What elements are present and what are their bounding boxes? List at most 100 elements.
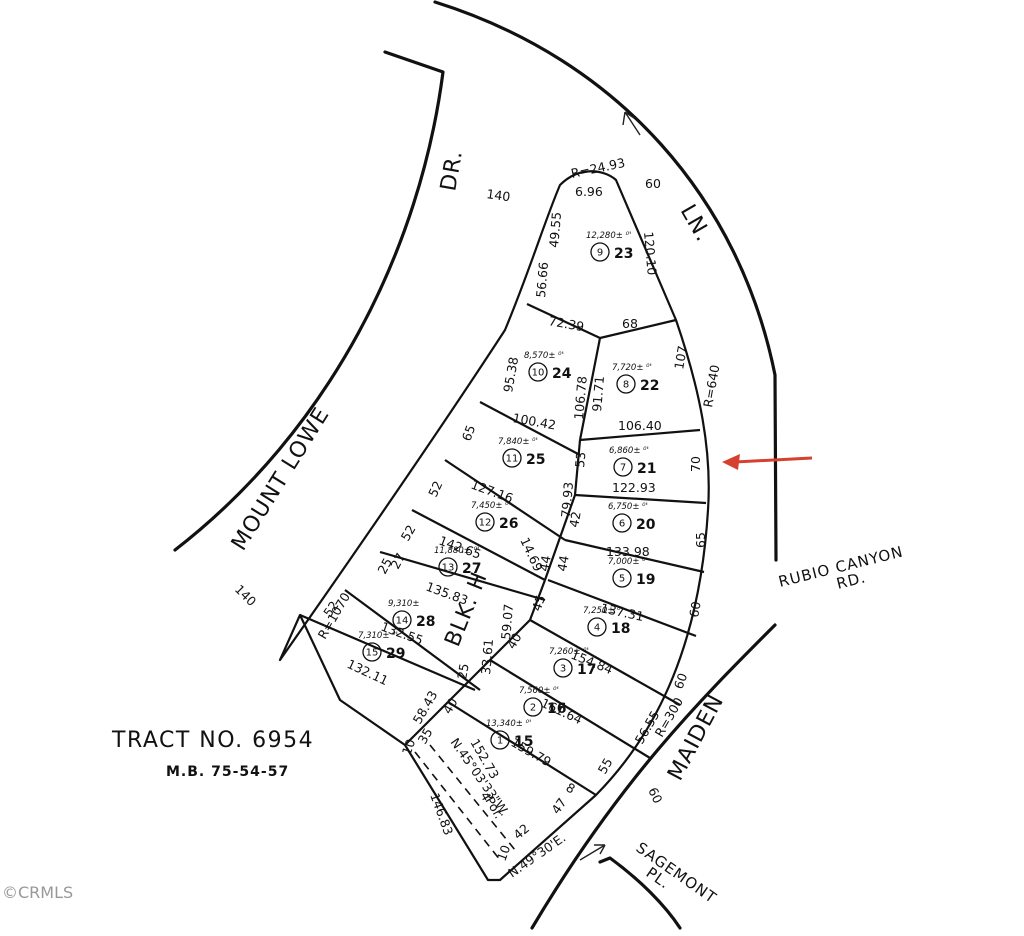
lot-line-24-22 <box>578 337 602 441</box>
lot-line-25-26 <box>444 459 566 541</box>
dim-label: 72.39 <box>547 313 585 334</box>
lot-number: 18 <box>611 621 630 637</box>
lot-area-label: 7,250± ⁰' <box>583 606 623 616</box>
parcel-circle <box>528 362 548 382</box>
dim-label: 65 <box>459 423 479 443</box>
dim-label: 44 <box>536 554 554 572</box>
dim-label: 56.66 <box>533 261 551 298</box>
lot-line-18-17 <box>529 619 681 706</box>
dim-label: 45 <box>529 593 549 613</box>
lot-line-17-16 <box>489 659 651 759</box>
dim-label: 140 <box>486 186 512 204</box>
lot-number: 26 <box>499 516 518 532</box>
lot-line-22-21 <box>579 428 701 442</box>
mount-lowe-dr-west-edge <box>173 50 445 552</box>
dim-label: 25 <box>454 662 472 680</box>
dim-label: 106.40 <box>618 418 662 433</box>
lot-line-27-28 <box>379 550 546 602</box>
lot-area-label: 13,340± ⁰' <box>486 719 531 729</box>
lot-area-label: 11,880± ⁰' <box>434 546 479 556</box>
easement-dashed-line-2 <box>429 744 516 851</box>
dim-label: R=24.93 <box>570 155 627 181</box>
dim-label: 25 <box>374 555 395 576</box>
parcel-circle <box>392 610 412 630</box>
parcel-circle <box>475 512 495 532</box>
block-h-boundary <box>278 170 710 882</box>
dim-label: 140 <box>232 582 260 610</box>
dim-label: 122.93 <box>612 480 656 495</box>
dim-label: 8 <box>564 780 578 797</box>
parcel-circle <box>616 374 636 394</box>
lot-area-label: 9,310± <box>388 599 419 609</box>
lot-number: 21 <box>637 461 656 477</box>
lot-line-29-base <box>299 613 476 692</box>
dim-label: 33.61 <box>478 638 496 675</box>
dim-label: 49.55 <box>546 211 564 248</box>
dim-label: N.49°30'E. <box>505 830 568 881</box>
lot-number: 16 <box>547 701 566 717</box>
parcel-number: 5 <box>619 574 625 585</box>
dim-label: 52 <box>425 479 445 500</box>
parcel-circle <box>490 730 510 750</box>
dim-label: 40 <box>440 695 461 716</box>
parcel-circle <box>362 642 382 662</box>
lot-area-label: 6,860± ⁰' <box>609 446 649 456</box>
dim-label: 44 <box>554 554 572 572</box>
lot-number: 15 <box>514 734 533 750</box>
dim-label: 60 <box>645 785 665 806</box>
lot-number: 17 <box>577 662 596 678</box>
lot-area-label: 7,560± ⁰' <box>519 686 559 696</box>
parcel-circle <box>523 697 543 717</box>
lot-number: 22 <box>640 378 659 394</box>
dim-label: 59.07 <box>498 603 516 640</box>
sagemont-pl-edge <box>598 856 682 930</box>
dim-label: 58.43 <box>410 688 441 727</box>
dim-label: 52 <box>320 598 341 620</box>
parcel-number: 9 <box>597 248 603 259</box>
lot-area-label: 7,720± ⁰' <box>612 363 652 373</box>
lot-number: 27 <box>462 561 481 577</box>
parcel-number: 12 <box>479 518 492 529</box>
lot-area-label: 8,570± ⁰' <box>524 351 564 361</box>
lot-line-26-27 <box>411 509 546 581</box>
dim-label: 106.78 <box>571 375 590 420</box>
street-label-mount-lowe: MOUNT LOWE <box>227 403 335 555</box>
lot-line-20-19 <box>564 538 705 574</box>
lot-area-label: 7,840± ⁰' <box>498 437 538 447</box>
parcel-circle <box>587 617 607 637</box>
dim-label: 132.11 <box>345 656 391 688</box>
lot-line-21-20 <box>574 493 707 505</box>
block-label: BLK. H <box>440 568 493 650</box>
easement-dashed-line <box>414 751 501 861</box>
lot-line-16-15 <box>447 701 597 796</box>
dim-label: 60 <box>686 600 704 618</box>
dim-label: 107 <box>671 344 690 370</box>
tract-number: TRACT NO. 6954 <box>111 728 314 753</box>
lot-number: 19 <box>636 572 655 588</box>
parcel-number: 6 <box>619 519 625 530</box>
dim-label: 10 <box>494 843 514 863</box>
dim-label: 47 <box>548 795 569 817</box>
lot-area-label: 7,260± ⁰' <box>549 647 589 657</box>
dim-label: 120.10 <box>641 231 660 276</box>
dim-label: 27 <box>387 550 408 571</box>
dim-label: 70 <box>688 456 703 472</box>
lot-area-label: 7,450± ⁰' <box>471 501 511 511</box>
dim-label: 40 <box>504 630 525 651</box>
maiden-ln-outer-edge <box>433 0 778 562</box>
dim-label: 60 <box>645 176 661 191</box>
parcel-number: 3 <box>560 664 566 675</box>
parcel-number: 13 <box>442 563 455 574</box>
parcel-number: 7 <box>620 463 626 474</box>
parcel-number: 14 <box>396 616 409 627</box>
dim-label: R=640 <box>700 364 722 409</box>
dim-label: 42 <box>566 510 584 528</box>
dim-label: 65 <box>693 532 708 548</box>
parcel-circle <box>613 457 633 477</box>
parcel-circle <box>438 557 458 577</box>
rubio-canyon-rd-lower-edge <box>530 623 777 930</box>
parcel-circle <box>612 513 632 533</box>
dim-label: 35 <box>415 725 436 746</box>
